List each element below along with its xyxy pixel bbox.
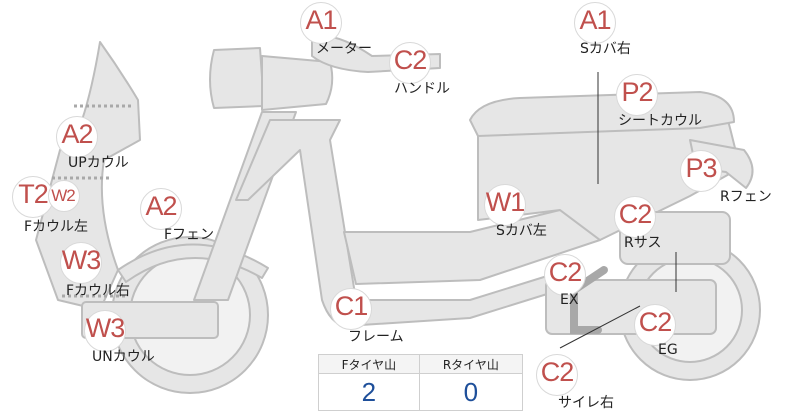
tag-frame: C1 (330, 288, 374, 332)
tag-meter: A1 (300, 2, 344, 46)
part-label-side-cover-left: Sカバ左 (496, 223, 547, 239)
part-label-front-cowl-left: Fカウル左 (24, 219, 89, 235)
part-label-seat-cowl: シートカウル (618, 113, 702, 129)
tag-handle: C2 (389, 42, 433, 86)
tag-seat-cowl: P2 (616, 74, 660, 118)
part-label-front-cowl-right: Fカウル右 (66, 283, 131, 299)
tag-silencer-right: C2 (536, 354, 580, 398)
tag-rear-fender: P3 (680, 150, 724, 194)
tag-front-cowl-right: W3 (60, 242, 104, 286)
tag-side-cover-right: A1 (574, 2, 618, 46)
headlight-shape (261, 55, 334, 111)
tire-tread-table: Fタイヤ山 Rタイヤ山 2 0 (318, 354, 524, 411)
tire-table-header-row: Fタイヤ山 Rタイヤ山 (318, 354, 524, 374)
part-label-exhaust: EX (560, 292, 579, 308)
tag-exhaust: C2 (544, 254, 588, 298)
tag-side-cover-left: W1 (484, 184, 528, 228)
tag-front-fender: A2 (140, 188, 184, 232)
exhaust-pipe (570, 266, 608, 334)
part-label-rear-fender: Rフェン (720, 189, 772, 205)
leader-line-silencer (559, 305, 641, 349)
part-label-handle: ハンドル (394, 81, 450, 97)
tag-up-cowl: A2 (56, 116, 100, 160)
front-tire-header: Fタイヤ山 (318, 354, 420, 374)
part-label-under-cowl: UNカウル (92, 349, 155, 365)
seat-shape (469, 91, 735, 137)
part-label-side-cover-right: Sカバ右 (580, 41, 631, 57)
rear-tire-value: 0 (418, 373, 524, 411)
front-cowl-shape (35, 41, 141, 311)
tag-front-cowl-left: T2 (12, 176, 56, 220)
handlebar-shape (209, 47, 265, 109)
tag-rear-suspension: C2 (614, 196, 658, 240)
rear-tire-header: Rタイヤ山 (418, 354, 524, 374)
tag-under-cowl: W3 (84, 310, 128, 354)
part-label-frame: フレーム (348, 329, 404, 345)
part-label-engine: EG (658, 342, 678, 358)
part-label-silencer-right: サイレ右 (558, 395, 614, 411)
tag-front-cowl-left-secondary: W2 (48, 180, 80, 212)
tag-engine: C2 (634, 304, 678, 348)
part-label-meter: メーター (316, 41, 372, 57)
tire-table-value-row: 2 0 (318, 373, 524, 411)
front-tire-value: 2 (318, 373, 420, 411)
part-label-front-fender: Fフェン (164, 227, 215, 243)
part-label-up-cowl: UPカウル (68, 155, 129, 171)
part-label-rear-suspension: Rサス (624, 235, 662, 251)
